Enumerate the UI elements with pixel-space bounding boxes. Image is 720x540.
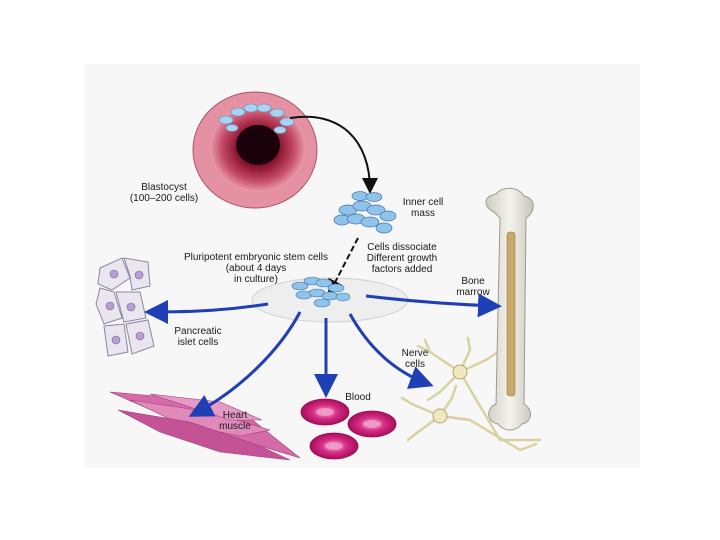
label-pluripotent-line3: in culture) — [234, 274, 278, 285]
label-inner-cell-mass-line2: mass — [411, 208, 435, 219]
nerve-cell-bodies — [432, 364, 468, 424]
arrow-inner-mass-to-dish — [328, 237, 359, 296]
label-bone-marrow-line1: Bone — [461, 276, 485, 287]
label-pancreatic-line2: islet cells — [177, 337, 219, 348]
arrow-to-nerve — [348, 313, 434, 389]
label-bone-marrow-line2: marrow — [456, 287, 490, 298]
label-blastocyst-line2: (100–200 cells) — [129, 193, 199, 204]
label-dissociate-line2: Different growth — [366, 253, 438, 264]
blood-cells — [300, 398, 397, 460]
arrow-to-heart — [188, 311, 302, 417]
label-blastocyst: Blastocyst (100–200 cells) — [124, 182, 204, 204]
label-nerve-line2: cells — [404, 359, 425, 370]
stem-cell-colony — [291, 276, 351, 308]
label-blood: Blood — [338, 392, 378, 403]
label-nerve: Nerve cells — [394, 348, 436, 370]
label-dissociate: Cells dissociate Different growth factor… — [356, 242, 448, 275]
pancreatic-islet-cells — [95, 257, 155, 357]
label-bone-marrow: Bone marrow — [450, 276, 496, 298]
label-inner-cell-mass-line1: Inner cell — [402, 197, 444, 208]
label-blastocyst-line1: Blastocyst — [141, 182, 187, 193]
label-nerve-line1: Nerve — [401, 348, 429, 359]
label-pluripotent: Pluripotent embryonic stem cells (about … — [172, 252, 340, 285]
label-pancreatic-line1: Pancreatic — [174, 326, 222, 337]
label-dissociate-line3: factors added — [371, 264, 433, 275]
inner-cell-mass-cluster — [333, 191, 397, 234]
marrow-canal — [506, 231, 516, 397]
arrow-to-pancreatic — [144, 299, 269, 324]
label-heart: Heart muscle — [210, 410, 260, 432]
label-inner-cell-mass: Inner cell mass — [394, 197, 452, 219]
label-heart-line1: Heart — [222, 410, 248, 421]
label-pluripotent-line2: (about 4 days — [225, 263, 287, 274]
label-pancreatic: Pancreatic islet cells — [166, 326, 230, 348]
blastocyst-illustration — [192, 91, 318, 209]
label-dissociate-line1: Cells dissociate — [367, 242, 437, 253]
arrow-to-bone-marrow — [365, 293, 502, 318]
label-pluripotent-line1: Pluripotent embryonic stem cells — [184, 252, 328, 263]
differentiation-arrows — [144, 293, 502, 417]
heart-muscle-fibers — [109, 391, 301, 461]
arrow-blastocyst-to-inner-mass — [289, 115, 378, 194]
nerve-cells — [400, 336, 542, 452]
label-heart-line2: muscle — [219, 421, 251, 432]
bone-illustration — [485, 187, 534, 431]
label-blood-line1: Blood — [345, 392, 371, 403]
